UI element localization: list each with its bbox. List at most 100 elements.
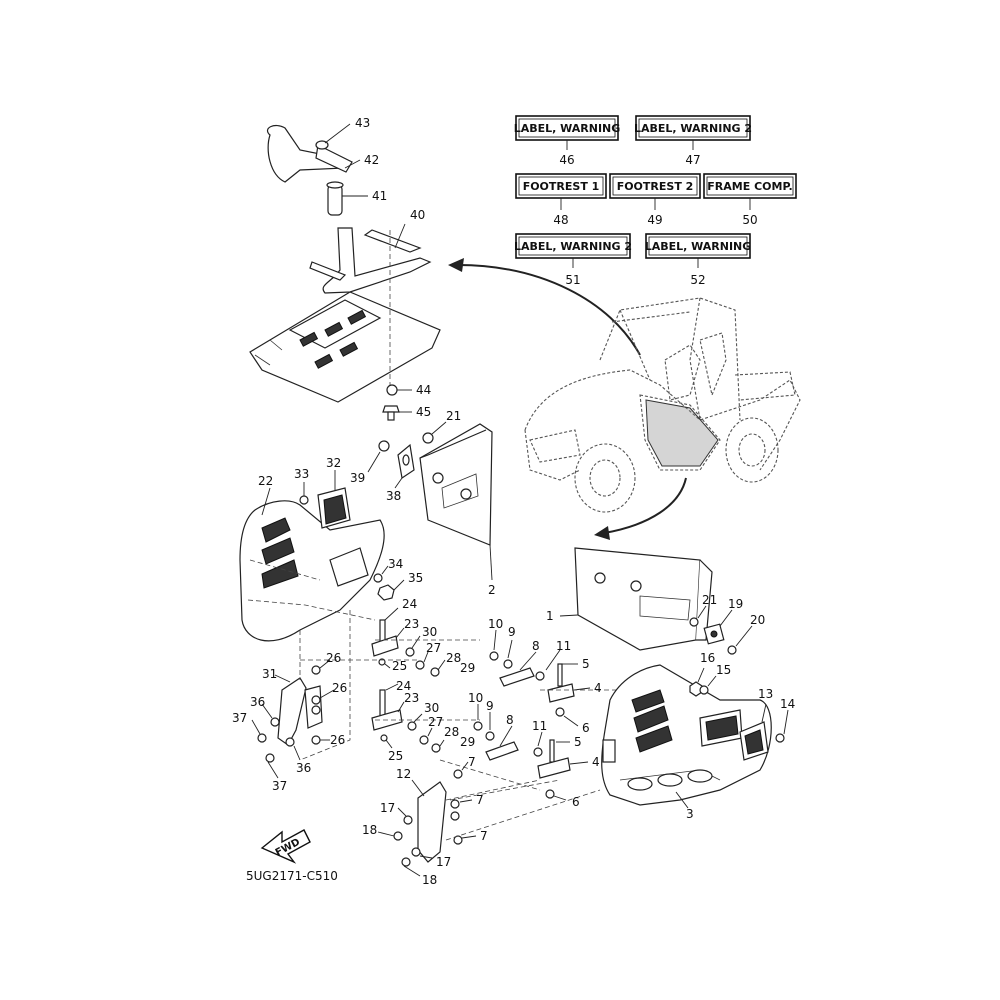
- callout-43: 43: [355, 116, 370, 130]
- callout-17: 17: [436, 855, 451, 869]
- callout-33: 33: [294, 467, 309, 481]
- bolts-17-18: [377, 807, 433, 877]
- panel-part-1: [559, 547, 713, 651]
- hand-grip-part-42: [266, 123, 361, 183]
- footrest-frame-part-40: [309, 223, 432, 294]
- nut-part-35: [377, 579, 405, 601]
- label-text: LABEL, WARNING: [645, 240, 752, 253]
- callout-number: 47: [685, 153, 700, 167]
- callout-1: 1: [546, 609, 554, 623]
- callout-7: 7: [480, 829, 488, 843]
- hardware-set-upper-center: [489, 629, 620, 727]
- side-panel-part-22: [239, 487, 385, 642]
- hinge-hardware-lower: [371, 683, 445, 753]
- callout-34: 34: [388, 557, 403, 571]
- curved-arrow-lower: [594, 477, 687, 540]
- callout-7: 7: [468, 755, 476, 769]
- bolt-part-20: [727, 625, 753, 655]
- callout-38: 38: [386, 489, 401, 503]
- bracket-plate-part-2: [419, 423, 493, 581]
- diagram-code: 5UG2171-C510: [246, 869, 338, 883]
- callout-31: 31: [262, 667, 277, 681]
- bolts-7: [450, 761, 477, 845]
- hinge-hardware-upper: [371, 607, 446, 677]
- callout-30: 30: [422, 625, 437, 639]
- callout-number: 51: [565, 273, 580, 287]
- callout-18: 18: [422, 873, 437, 887]
- bolt-part-45: [382, 405, 412, 421]
- callout-10: 10: [468, 691, 483, 705]
- callout-36: 36: [250, 695, 265, 709]
- callout-number: 48: [553, 213, 568, 227]
- fastener-21-right: [689, 605, 707, 627]
- callout-21: 21: [446, 409, 461, 423]
- callout-36: 36: [296, 761, 311, 775]
- callout-28: 28: [444, 725, 459, 739]
- callout-22: 22: [258, 474, 273, 488]
- clip-part-19: [703, 609, 733, 645]
- bolt-part-14: [775, 709, 789, 743]
- label-text: LABEL, WARNING 2: [514, 240, 632, 253]
- bolt-part-33: [299, 482, 309, 505]
- label-text: FOOTREST 1: [523, 180, 600, 193]
- label-text: LABEL, WARNING 2: [634, 122, 752, 135]
- nut-part-21-top: [422, 421, 447, 444]
- bolts-15-16: [689, 667, 717, 697]
- callout-18: 18: [362, 823, 377, 837]
- callout-24: 24: [402, 597, 417, 611]
- curved-arrow-upper: [448, 258, 641, 356]
- callout-25: 25: [392, 659, 407, 673]
- callout-17: 17: [380, 801, 395, 815]
- callout-27: 27: [426, 641, 441, 655]
- washer-part-34: [373, 565, 389, 583]
- grab-handle-part-32: [317, 470, 351, 529]
- callout-14: 14: [780, 697, 795, 711]
- callout-45: 45: [416, 405, 431, 419]
- callout-37: 37: [272, 779, 287, 793]
- callout-26: 26: [330, 733, 345, 747]
- callout-26: 26: [332, 681, 347, 695]
- callout-8: 8: [532, 639, 540, 653]
- footrest-highlight: [645, 399, 719, 467]
- label-text: FOOTREST 2: [617, 180, 694, 193]
- callout-23: 23: [404, 691, 419, 705]
- callout-44: 44: [416, 383, 431, 397]
- callout-6: 6: [572, 795, 580, 809]
- callout-numbers: 43 42 41 40 44 45 21 39 38 2 33 32 22 34…: [232, 116, 795, 887]
- side-panel-part-3: [601, 664, 772, 809]
- utv-vehicle-illustration: [524, 297, 801, 513]
- callout-28: 28: [446, 651, 461, 665]
- label-text: FRAME COMP.: [707, 180, 792, 193]
- callout-13: 13: [758, 687, 773, 701]
- callout-12: 12: [396, 767, 411, 781]
- callout-4: 4: [594, 681, 602, 695]
- label-box-46: LABEL, WARNING 46: [514, 115, 620, 167]
- callout-10: 10: [488, 617, 503, 631]
- callout-7: 7: [476, 793, 484, 807]
- label-box-47: LABEL, WARNING 2 47: [634, 115, 752, 167]
- callout-number: 52: [690, 273, 705, 287]
- label-box-50: FRAME COMP. 50: [703, 173, 797, 227]
- callout-5: 5: [582, 657, 590, 671]
- callout-40: 40: [410, 208, 425, 222]
- callout-26: 26: [326, 651, 341, 665]
- hardware-set-lower-center: [439, 704, 589, 801]
- callout-19: 19: [728, 597, 743, 611]
- hinge-bracket-part-31: [274, 674, 307, 746]
- callout-21: 21: [702, 593, 717, 607]
- callout-16: 16: [700, 651, 715, 665]
- callout-42: 42: [364, 153, 379, 167]
- callout-number: 46: [559, 153, 574, 167]
- callout-2: 2: [488, 583, 496, 597]
- callout-number: 50: [742, 213, 757, 227]
- bolts-36-37: [251, 703, 301, 779]
- callout-20: 20: [750, 613, 765, 627]
- callout-15: 15: [716, 663, 731, 677]
- callout-9: 9: [486, 699, 494, 713]
- callout-32: 32: [326, 456, 341, 470]
- callout-11: 11: [556, 639, 571, 653]
- fwd-arrow-icon: FWD: [260, 829, 311, 864]
- label-box-48: FOOTREST 1 48: [515, 173, 607, 227]
- callout-29: 29: [460, 661, 475, 675]
- callout-9: 9: [508, 625, 516, 639]
